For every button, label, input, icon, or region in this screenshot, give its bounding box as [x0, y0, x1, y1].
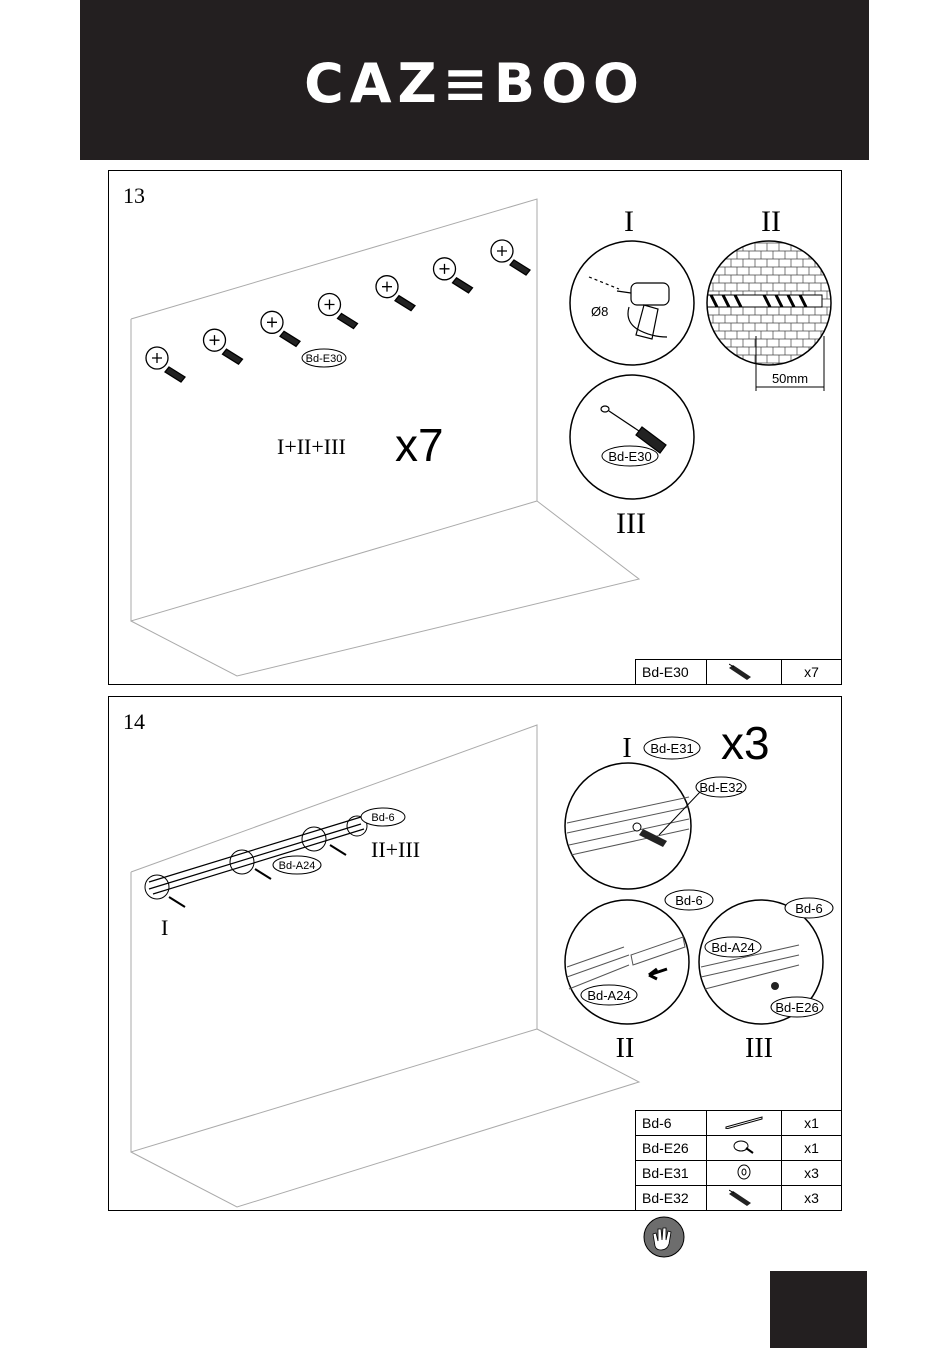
- screw-hole-icon: [204, 329, 243, 364]
- callout-bd-a24: Bd-A24: [279, 860, 316, 872]
- screw-hole-icon: [376, 276, 415, 311]
- part-qty: x3: [782, 1161, 842, 1186]
- multiplier-label: x3: [721, 717, 770, 769]
- table-row: Bd-6 x1: [636, 1111, 842, 1136]
- callout-bd-6-ii: Bd-6: [675, 893, 702, 908]
- callout-bd-e26: Bd-E26: [775, 1000, 818, 1015]
- header-bar: CAZ≡BOO: [80, 0, 869, 160]
- callout-bd-6-iii: Bd-6: [795, 901, 822, 916]
- detail-iii-label: III: [745, 1033, 773, 1064]
- parts-table-14: Bd-6 x1 Bd-E26 x1 Bd-E31 x3 Bd-E32 x3: [635, 1110, 842, 1211]
- table-row: Bd-E32 x3: [636, 1186, 842, 1211]
- detail-i-label: I: [624, 205, 634, 238]
- screw-hole-icon: [319, 294, 358, 329]
- callout-bd-a24-ii: Bd-A24: [587, 988, 630, 1003]
- callout-bd-e30: Bd-E30: [306, 353, 343, 365]
- gloves-icon: [643, 1216, 685, 1258]
- callout-bd-e30-detail: Bd-E30: [608, 449, 651, 464]
- step-13-illustration: Bd-E30 I+II+III x7 I Ø8 II 50m: [109, 171, 843, 686]
- detail-i-label: I: [622, 733, 631, 764]
- table-row: Bd-E31 x3: [636, 1161, 842, 1186]
- screw-hole-icon: [491, 240, 530, 275]
- screw-hole-icon: [261, 311, 300, 346]
- drill-size-label: Ø8: [591, 304, 608, 319]
- part-code: Bd-E30: [636, 660, 707, 685]
- parts-table-13: Bd-E30 x7: [635, 659, 842, 685]
- screw-anchor-icon: [707, 660, 782, 685]
- brand-logo: CAZ≡BOO: [80, 52, 869, 115]
- washer-icon: [707, 1161, 782, 1186]
- part-qty: x7: [782, 660, 842, 685]
- table-row: Bd-E26 x1: [636, 1136, 842, 1161]
- step-14-panel: 14 Bd-6 Bd-A24 II+III I I: [108, 696, 842, 1211]
- part-qty: x3: [782, 1186, 842, 1211]
- callout-bd-e32: Bd-E32: [699, 780, 742, 795]
- detail-ii-label: II: [616, 1033, 635, 1064]
- i-label: I: [161, 915, 168, 940]
- part-code: Bd-E32: [636, 1186, 707, 1211]
- screw-icon: [707, 1136, 782, 1161]
- part-code: Bd-6: [636, 1111, 707, 1136]
- page-corner-block: [770, 1271, 867, 1348]
- detail-iii-label: III: [616, 507, 646, 540]
- rail-strip-icon: [707, 1111, 782, 1136]
- table-row: Bd-E30 x7: [636, 660, 842, 685]
- multiplier-label: x7: [395, 419, 444, 471]
- part-qty: x1: [782, 1111, 842, 1136]
- part-code: Bd-E31: [636, 1161, 707, 1186]
- ii-iii-label: II+III: [371, 837, 420, 862]
- screw-anchor-icon: [707, 1186, 782, 1211]
- part-code: Bd-E26: [636, 1136, 707, 1161]
- screw-hole-icon: [434, 258, 473, 293]
- callout-bd-6: Bd-6: [371, 812, 394, 824]
- screw-hole-icon: [146, 347, 185, 382]
- depth-label: 50mm: [772, 371, 808, 386]
- part-qty: x1: [782, 1136, 842, 1161]
- callout-bd-e31: Bd-E31: [650, 741, 693, 756]
- step-13-panel: 13 Bd-E30 I+II+III x7 I Ø8 II: [108, 170, 842, 685]
- combo-label: I+II+III: [277, 434, 346, 459]
- callout-bd-a24-iii: Bd-A24: [711, 940, 754, 955]
- detail-ii-label: II: [761, 205, 781, 238]
